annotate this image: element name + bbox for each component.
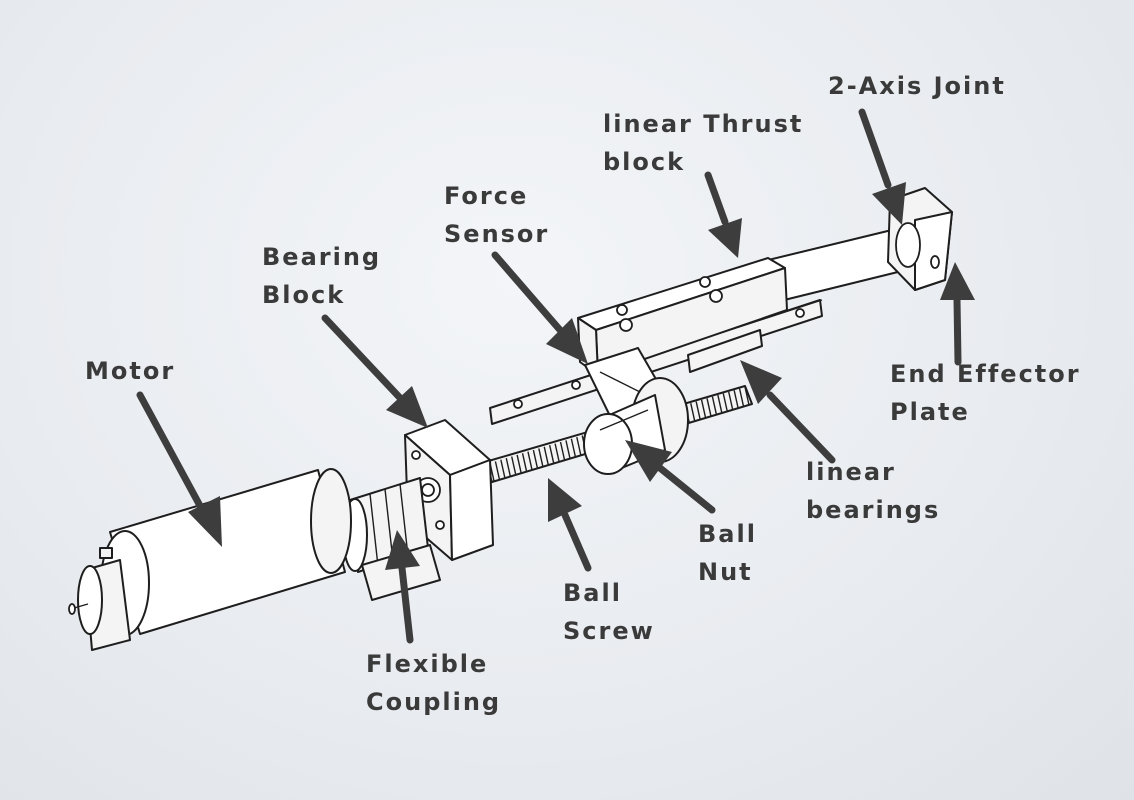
flexible-coupling-arrow [385,530,420,644]
force-sensor-arrow [491,251,588,364]
screw-thread [570,438,577,457]
screw-thread [527,451,533,470]
screw-thread [744,386,750,406]
screw-thread [700,399,707,419]
screw-thread [516,454,522,474]
screw-thread [532,449,539,469]
arrows [136,108,975,644]
linear-bearings-label: linear bearings [806,458,941,524]
force-sensor-label: Force Sensor [444,182,550,248]
screw-thread [521,453,528,472]
ball-screw-label: Ball Screw [563,579,655,645]
linear-bearings-arrow [740,360,836,464]
two-axis-joint-label: 2-Axis Joint [828,72,1006,100]
flexible-coupling-label: Flexible Coupling [366,650,502,716]
linear-thrust-block-arrow [704,171,742,258]
end-effector-plate-arrow [940,262,975,366]
screw-thread [717,394,723,414]
screw-thread [738,388,745,407]
screw-thread [538,448,544,467]
screw-thread [706,398,712,417]
screw-thread [733,390,739,409]
bearing-block-label: Bearing Block [262,243,382,309]
screw-thread [494,461,501,480]
screw-thread [505,457,511,477]
end-effector-plate [887,187,953,291]
motor-label: Motor [85,357,176,385]
screw-thread [511,456,517,475]
screw-thread [554,443,560,462]
motor-arrow [136,391,222,547]
motor [68,468,352,651]
bearing-block-arrow [321,314,428,428]
ball-screw-arrow [548,478,592,572]
linear-thrust-block [577,257,788,376]
screw-thread [576,436,582,456]
screw-thread [728,391,734,411]
screw-thread [690,403,696,422]
screw-thread [548,445,555,464]
ball-nut [583,377,689,475]
screw-thread [565,440,571,459]
screw-thread [500,459,506,478]
ball-nut-arrow [625,440,716,514]
screw-thread [722,393,728,412]
screw-thread [543,446,549,465]
end-effector-plate-label: End Effector Plate [890,360,1081,426]
ball-nut-label: Ball Nut [698,520,757,586]
screw-thread [711,396,718,415]
screw-thread [695,401,701,420]
screw-thread [559,441,566,461]
two-axis-joint-arrow [858,108,906,225]
linear-thrust-block-label: linear Thrust block [603,110,804,176]
